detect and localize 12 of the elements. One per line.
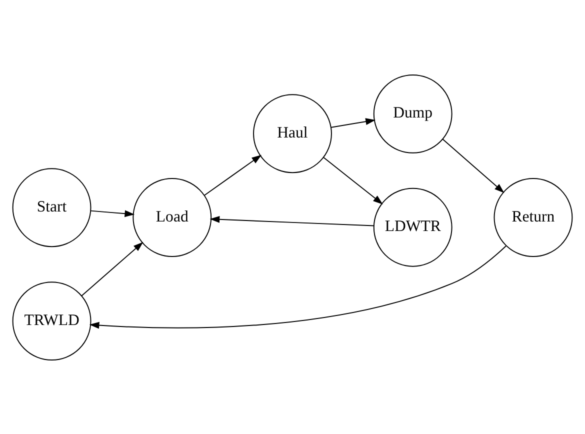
arrow bbox=[323, 156, 383, 204]
arrow bbox=[90, 210, 135, 217]
arrow bbox=[204, 154, 262, 196]
node-circle: Haul bbox=[253, 94, 332, 173]
arrow bbox=[210, 215, 374, 226]
node-circle: TRWLD bbox=[12, 281, 92, 360]
arrow bbox=[89, 244, 506, 328]
node-circle: Start bbox=[12, 168, 92, 247]
node-circle: Dump bbox=[373, 74, 452, 153]
arrow bbox=[81, 241, 144, 296]
arrow bbox=[330, 118, 376, 128]
arrow bbox=[442, 138, 504, 193]
